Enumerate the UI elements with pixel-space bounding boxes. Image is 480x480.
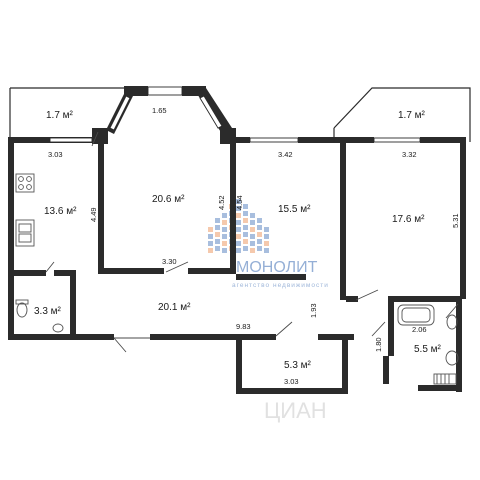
watermark-square <box>250 213 255 218</box>
dim-165: 1.65 <box>152 106 167 115</box>
watermark-square <box>257 232 262 237</box>
watermark-square <box>222 241 227 246</box>
dimension-labels: 3.03 1.65 3.42 3.32 4.49 4.52 4.54 5.31 … <box>48 106 460 386</box>
watermark-square <box>250 248 255 253</box>
fixtures <box>15 173 459 385</box>
watermark-square <box>208 227 213 232</box>
watermark-square <box>208 234 213 239</box>
dim-454: 4.54 <box>235 195 244 210</box>
watermark-square <box>250 227 255 232</box>
watermark-square <box>236 206 241 211</box>
watermark-square <box>236 241 241 246</box>
dim-330: 3.30 <box>162 257 177 266</box>
dim-983: 9.83 <box>236 322 251 331</box>
area-balcony-left: 1.7 м² <box>46 110 74 121</box>
wc-sink-icon <box>52 323 64 333</box>
dim-206: 2.06 <box>412 325 427 334</box>
area-storage: 5.3 м² <box>284 360 312 371</box>
bathtub-icon <box>397 304 435 326</box>
dim-303-bottom: 3.03 <box>284 377 299 386</box>
watermark-square <box>215 225 220 230</box>
watermark-square <box>236 234 241 239</box>
watermark-brand: МОНОЛИТ <box>236 259 318 276</box>
watermark-square <box>250 241 255 246</box>
dim-193: 1.93 <box>309 303 318 318</box>
watermark-square <box>257 246 262 251</box>
dim-531: 5.31 <box>451 213 460 228</box>
watermark-square <box>222 220 227 225</box>
watermark-square <box>215 239 220 244</box>
watermark-square <box>215 218 220 223</box>
watermark-square <box>222 234 227 239</box>
watermark-square <box>243 225 248 230</box>
watermark-square <box>236 227 241 232</box>
dim-180: 1.80 <box>374 337 383 352</box>
area-hall: 20.1 м² <box>158 302 191 313</box>
watermark-square <box>222 213 227 218</box>
area-wc: 3.3 м² <box>34 306 62 317</box>
doors <box>45 131 459 353</box>
watermark-square <box>243 246 248 251</box>
watermark-square <box>236 199 241 204</box>
watermark-square <box>236 248 241 253</box>
watermark-tagline: агентство недвижимости <box>232 282 329 289</box>
watermark-square <box>215 246 220 251</box>
watermark-square <box>243 211 248 216</box>
dim-303-top: 3.03 <box>48 150 63 159</box>
watermark-square <box>264 241 269 246</box>
windows <box>49 86 421 143</box>
watermark-square <box>243 218 248 223</box>
dim-452: 4.52 <box>217 195 226 210</box>
area-balcony-right: 1.7 м² <box>398 110 426 121</box>
watermark-square <box>236 220 241 225</box>
watermark-square <box>243 232 248 237</box>
dim-342: 3.42 <box>278 150 293 159</box>
watermark-square <box>257 218 262 223</box>
kitchen-sink-icon <box>15 219 35 247</box>
area-bedroom-2: 15.5 м² <box>278 204 311 215</box>
watermark-square <box>236 213 241 218</box>
toilet-icon <box>16 302 28 318</box>
watermark-square <box>257 239 262 244</box>
bath-sink-icon <box>446 314 458 330</box>
area-labels: 1.7 м² 1.7 м² 13.6 м² 20.6 м² 15.5 м² 17… <box>34 110 442 371</box>
bath-toilet-icon <box>445 350 459 366</box>
area-kitchen: 13.6 м² <box>44 206 77 217</box>
watermark-square <box>243 204 248 209</box>
watermark-square <box>208 241 213 246</box>
stove-icon <box>15 173 35 193</box>
watermark-square <box>222 248 227 253</box>
watermark-square <box>215 232 220 237</box>
area-bedroom-3: 17.6 м² <box>392 214 425 225</box>
watermark-square <box>250 234 255 239</box>
watermark-square <box>257 225 262 230</box>
watermark-square <box>243 239 248 244</box>
watermark-square <box>222 227 227 232</box>
watermark-square <box>264 234 269 239</box>
watermark-square <box>250 220 255 225</box>
watermark-square <box>264 248 269 253</box>
walls <box>8 86 471 394</box>
area-bedroom-1: 20.6 м² <box>152 194 185 205</box>
watermark-bottom: ЦИАН <box>264 398 327 423</box>
watermark-square <box>208 248 213 253</box>
watermark-square <box>264 227 269 232</box>
dim-332: 3.32 <box>402 150 417 159</box>
dim-449: 4.49 <box>89 207 98 222</box>
area-bathroom: 5.5 м² <box>414 344 442 355</box>
